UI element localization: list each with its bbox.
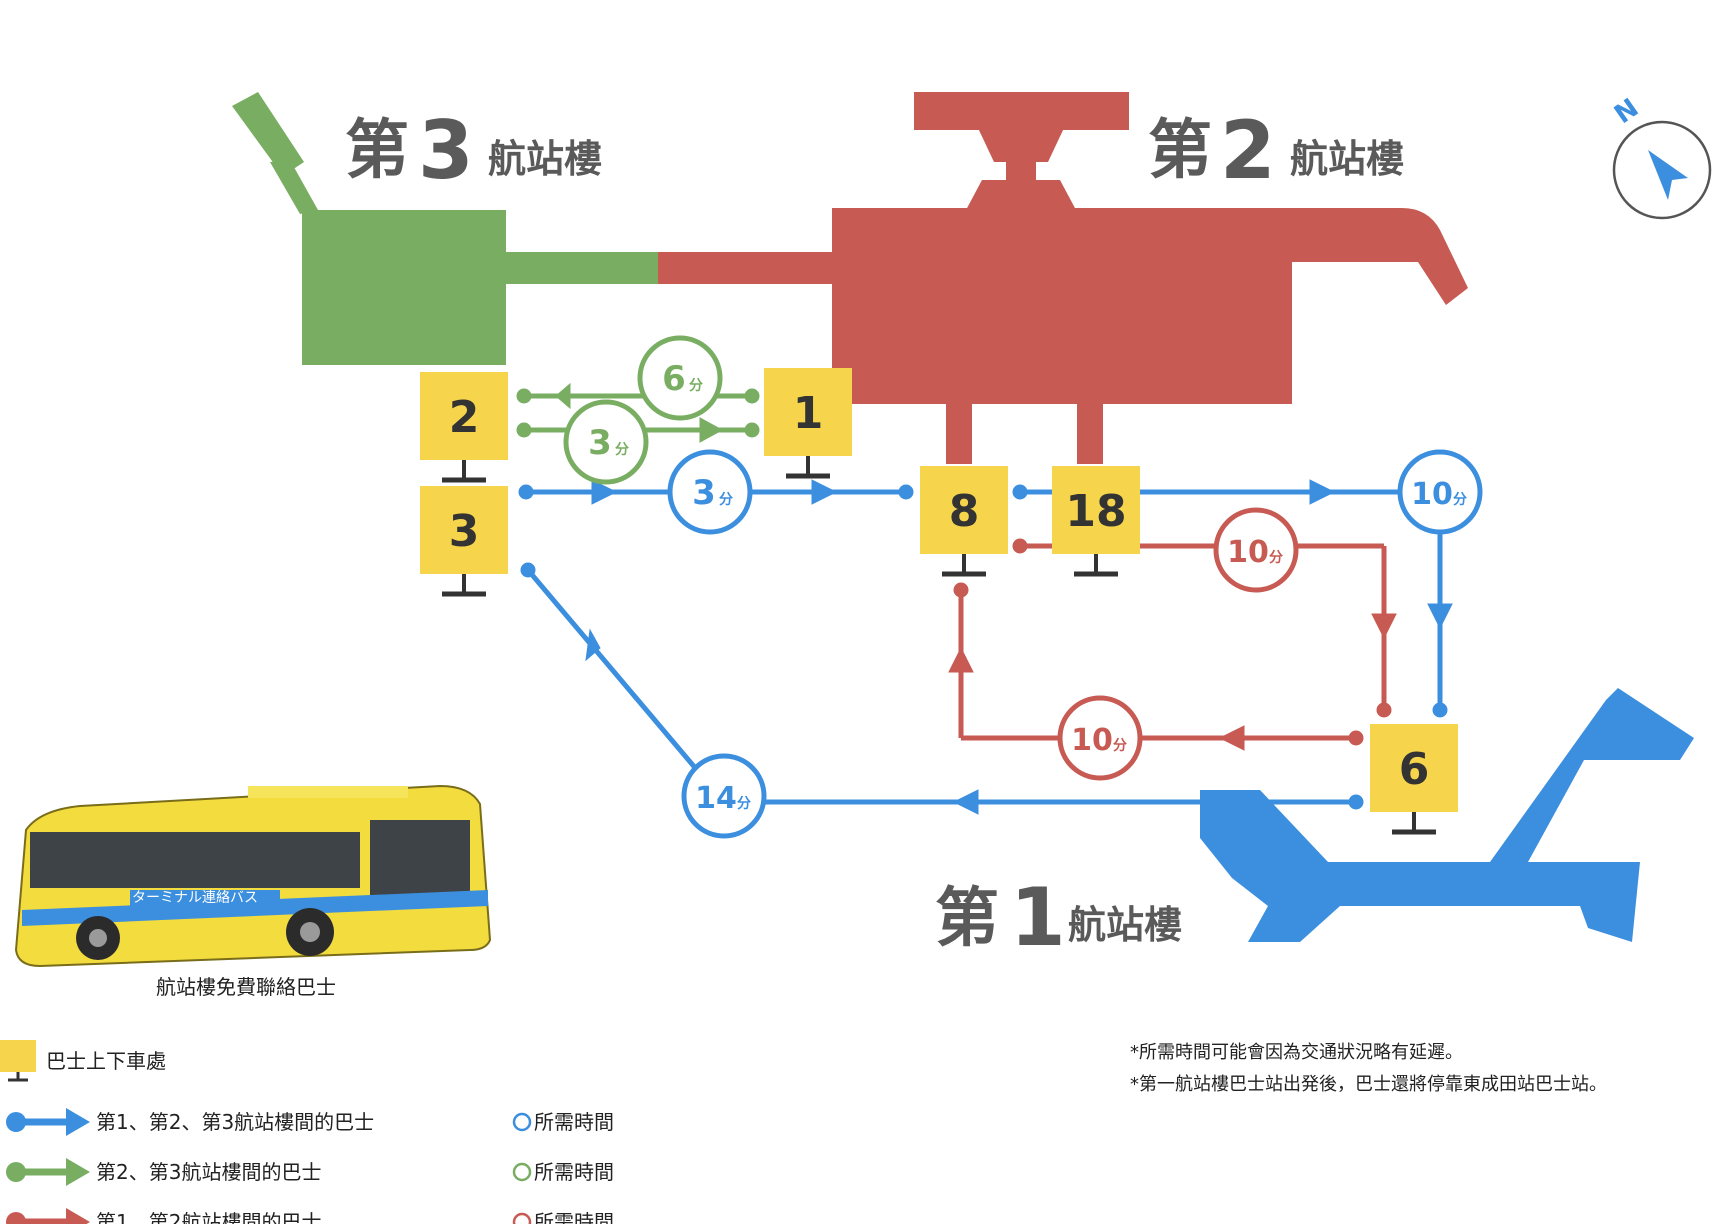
- time-value: 3: [692, 473, 716, 513]
- time-unit: 分: [1453, 492, 1467, 508]
- time-value: 6: [662, 359, 686, 399]
- time-circle-icon: [512, 1112, 532, 1132]
- legend-route-1: 第2、第3航站樓間的巴士 所需時間: [6, 1158, 614, 1186]
- legend-route-label: 第1、第2航站樓間的巴士: [96, 1210, 321, 1224]
- stop-number: 1: [793, 388, 824, 439]
- stop-number: 18: [1065, 486, 1126, 537]
- svg-text:2: 2: [1220, 104, 1276, 197]
- note-higashi-narita: *第一航站樓巴士站出発後，巴士還將停靠東成田站巴士站。: [1130, 1074, 1607, 1095]
- terminal-1-building: [1200, 688, 1694, 942]
- svg-text:1: 1: [1010, 871, 1066, 964]
- time-circle-icon: [512, 1212, 532, 1224]
- legend: 巴士上下車處 第1、第2、第3航站樓間的巴士所需時間第2、第3航站樓間的巴士所需…: [0, 1040, 614, 1224]
- notes: *所需時間可能會因為交通狀況略有延遲。 *第一航站樓巴士站出発後，巴士還將停靠東…: [1130, 1042, 1607, 1095]
- stop-3: 3: [420, 486, 508, 597]
- stop-18: 18: [1052, 466, 1140, 577]
- legend-time-label: 所需時間: [534, 1110, 614, 1134]
- time-unit: 分: [1269, 550, 1283, 566]
- bus-illustration: ターミナル連絡バス: [14, 784, 492, 968]
- stop-number: 8: [949, 486, 980, 537]
- legend-route-0: 第1、第2、第3航站樓間的巴士 所需時間: [6, 1108, 614, 1136]
- svg-text:N: N: [1609, 93, 1644, 130]
- bus-caption: 航站樓免費聯絡巴士: [156, 975, 336, 999]
- compass-needle-icon: [1648, 150, 1688, 200]
- svg-text:巴士上下車處: 巴士上下車處: [46, 1049, 166, 1073]
- time-unit: 分: [719, 492, 733, 508]
- legend-route-label: 第2、第3航站樓間的巴士: [96, 1160, 321, 1184]
- terminal-2-label: 第 2 航站樓: [1148, 104, 1404, 197]
- stop-number: 6: [1399, 744, 1430, 795]
- stop-8: 8: [920, 466, 1008, 577]
- terminal-3-building: [232, 92, 660, 365]
- terminal-2-building: [658, 92, 1468, 464]
- svg-text:航站樓: 航站樓: [1068, 903, 1182, 947]
- svg-text:航站樓: 航站樓: [1290, 137, 1404, 181]
- terminal-1-label: 第 1 航站樓: [935, 871, 1182, 964]
- time-circle-icon: [512, 1162, 532, 1182]
- time-unit: 分: [737, 796, 751, 812]
- legend-route-2: 第1、第2航站樓間的巴士 所需時間: [6, 1208, 614, 1224]
- time-value: 3: [588, 423, 612, 463]
- time-value: 10: [1071, 723, 1113, 758]
- time-unit: 分: [1113, 738, 1127, 754]
- time-value: 10: [1411, 477, 1453, 512]
- terminal-3-label: 第 3 航站樓: [345, 104, 602, 197]
- time-value: 14: [695, 781, 737, 816]
- legend-time-label: 所需時間: [534, 1160, 614, 1184]
- svg-text:第: 第: [345, 114, 409, 188]
- legend-time-label: 所需時間: [534, 1210, 614, 1224]
- svg-text:第: 第: [935, 882, 999, 956]
- bus-sign-text: ターミナル連絡バス: [132, 890, 258, 906]
- compass: N: [1609, 93, 1712, 220]
- svg-text:第: 第: [1148, 114, 1212, 188]
- stop-6: 6: [1370, 724, 1458, 835]
- stop-2: 2: [420, 372, 508, 483]
- time-unit: 分: [615, 442, 629, 458]
- stop-number: 2: [449, 392, 480, 443]
- time-unit: 分: [689, 378, 703, 394]
- svg-text:3: 3: [418, 104, 474, 197]
- legend-route-label: 第1、第2、第3航站樓間的巴士: [96, 1110, 374, 1134]
- stop-number: 3: [449, 506, 480, 557]
- route-red: [948, 538, 1397, 751]
- legend-stop: 巴士上下車處: [0, 1040, 166, 1082]
- time-value: 10: [1227, 535, 1269, 570]
- note-delay: *所需時間可能會因為交通狀況略有延遲。: [1130, 1042, 1463, 1063]
- stop-1: 1: [764, 368, 852, 479]
- svg-text:航站樓: 航站樓: [488, 137, 602, 181]
